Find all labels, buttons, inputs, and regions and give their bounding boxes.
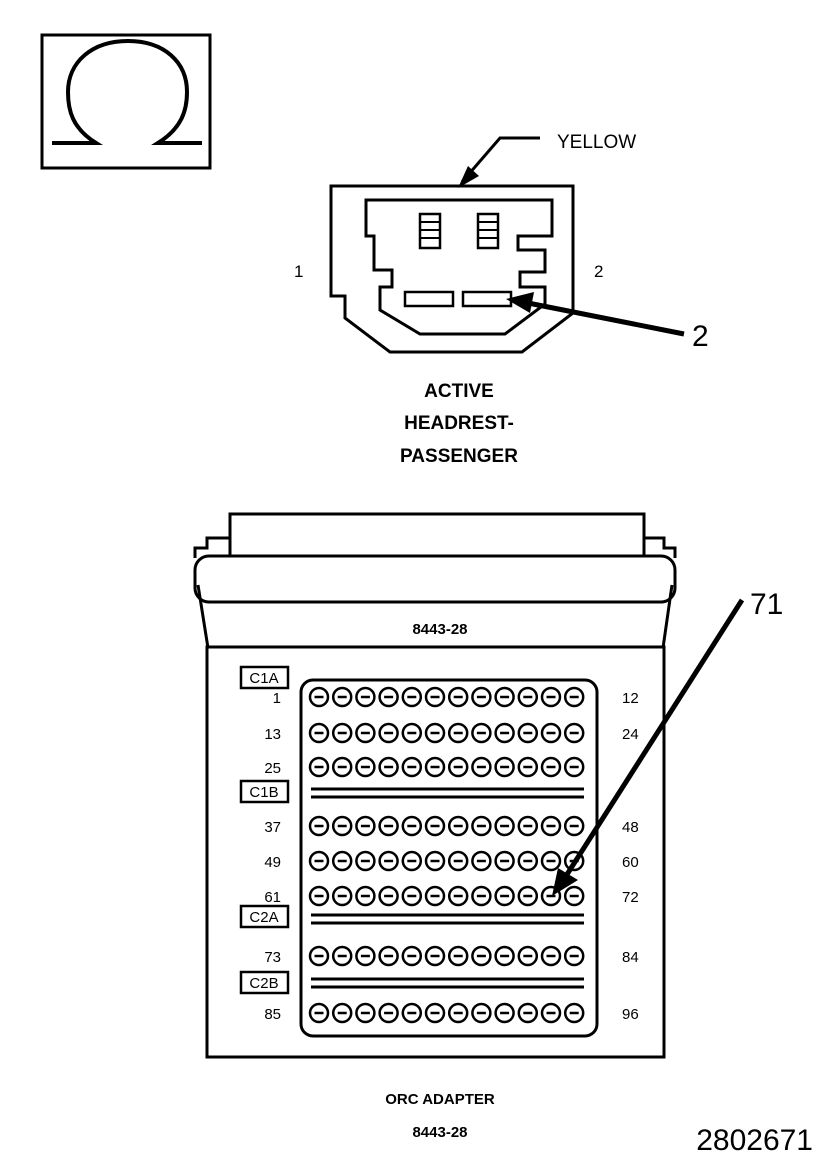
symbol-frame bbox=[40, 33, 212, 170]
pin-71-callout-arrowhead bbox=[552, 868, 578, 896]
row-end-pin-number: 24 bbox=[622, 726, 639, 743]
pin-right-label: 2 bbox=[594, 262, 603, 281]
row-end-pin-number: 60 bbox=[622, 854, 639, 871]
adapter-shoulder bbox=[193, 536, 677, 558]
row-start-pin-number: 25 bbox=[264, 760, 281, 777]
pin-left-label: 1 bbox=[294, 262, 303, 281]
adapter-neck bbox=[196, 584, 674, 649]
row-start-pin-number: 61 bbox=[264, 889, 281, 906]
group-label-box bbox=[239, 904, 290, 929]
wire-color-label: YELLOW bbox=[557, 132, 636, 153]
row-end-pin-number: 96 bbox=[622, 1006, 639, 1023]
ohm-icon bbox=[52, 38, 202, 145]
pin-callout-number: 2 bbox=[692, 320, 709, 353]
group-label-box bbox=[239, 970, 290, 995]
adapter-part-number-top: 8443-28 bbox=[412, 621, 467, 638]
row-end-pin-number: 84 bbox=[622, 949, 639, 966]
adapter-title: ORC ADAPTER bbox=[385, 1091, 495, 1108]
adapter-collar bbox=[193, 554, 677, 604]
figure-number: 2802671 bbox=[696, 1124, 813, 1157]
pin-cavity-2 bbox=[461, 290, 513, 308]
row-end-pin-number: 12 bbox=[622, 690, 639, 707]
connector-title-line-3: PASSENGER bbox=[400, 446, 518, 467]
group-label-box bbox=[239, 665, 290, 690]
connector-title-line-1: ACTIVE bbox=[424, 381, 494, 402]
connector-title-line-2: HEADREST- bbox=[404, 413, 514, 434]
adapter-part-number-bottom: 8443-28 bbox=[412, 1124, 467, 1141]
pin-callout-leader bbox=[527, 300, 685, 337]
row-start-pin-number: 85 bbox=[264, 1006, 281, 1023]
row-start-pin-number: 1 bbox=[273, 690, 281, 707]
group-label: C2A bbox=[249, 909, 278, 926]
connector-inner-cavity bbox=[364, 198, 554, 336]
row-start-pin-number: 73 bbox=[264, 949, 281, 966]
wire-color-leader bbox=[460, 136, 540, 183]
row-end-pin-number: 72 bbox=[622, 889, 639, 906]
row-end-pin-number: 48 bbox=[622, 819, 639, 836]
group-label: C2B bbox=[249, 975, 278, 992]
group-label: C1B bbox=[249, 784, 278, 801]
ohm-symbol bbox=[40, 33, 212, 170]
group-label: C1A bbox=[249, 670, 278, 687]
row-start-pin-number: 37 bbox=[264, 819, 281, 836]
pin-cavity-1 bbox=[403, 290, 455, 308]
row-start-pin-number: 49 bbox=[264, 854, 281, 871]
wire-color-arrowhead bbox=[458, 166, 479, 188]
adapter-top-plug bbox=[228, 512, 646, 560]
pin-71-callout-number: 71 bbox=[750, 588, 783, 621]
row-start-pin-number: 13 bbox=[264, 726, 281, 743]
pin-callout-arrowhead bbox=[506, 292, 534, 313]
pin-71-callout-leader bbox=[563, 598, 745, 878]
headrest-connector: YELLOW 1 2 2 ACTIVE HEADREST- PASSENGER bbox=[294, 132, 709, 467]
group-label-box bbox=[239, 779, 290, 804]
